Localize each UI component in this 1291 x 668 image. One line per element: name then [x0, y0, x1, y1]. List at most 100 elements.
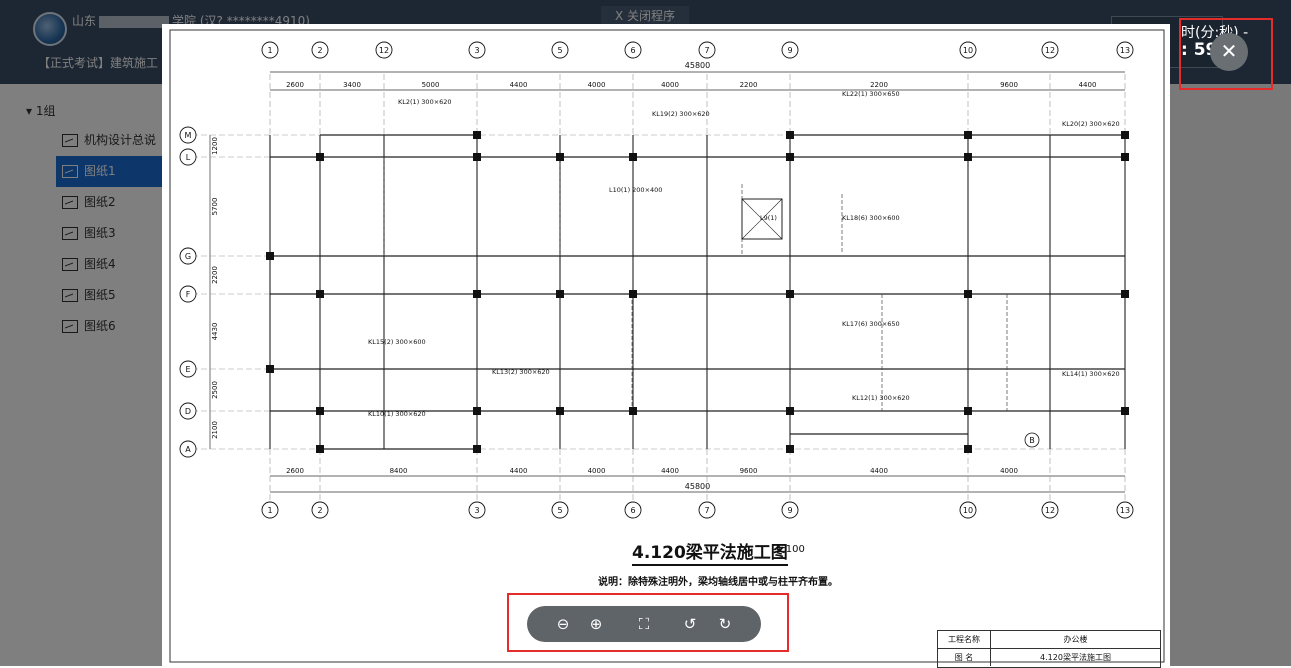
column	[786, 290, 794, 298]
column	[629, 407, 637, 415]
beam-annotation: KL15(2) 300×600	[368, 338, 426, 346]
axis-bubble-top	[468, 41, 486, 59]
column	[786, 407, 794, 415]
axis-bubble-bottom	[551, 501, 569, 519]
axis-label-bottom: 7	[704, 506, 709, 515]
axis-label-bottom: 12	[1045, 506, 1055, 515]
axis-label-top: 3	[474, 46, 479, 55]
axis-label-top: 9	[787, 46, 792, 55]
column	[473, 445, 481, 453]
zoom-out-icon[interactable]: ⊖	[556, 615, 570, 633]
column	[316, 153, 324, 161]
dim-top: 9600	[1000, 81, 1018, 89]
dim-bottom: 8400	[390, 467, 408, 475]
axis-label-top: 5	[557, 46, 562, 55]
beam-annotation: L9(1)	[760, 214, 777, 222]
drawing-note: 说明：除特殊注明外，梁均轴线居中或与柱平齐布置。	[598, 577, 838, 588]
sheet-border	[169, 29, 1165, 663]
viewer-toolbar: ⊖ ⊕ ⛶ ↺ ↻	[527, 606, 761, 642]
dim-bottom: 4400	[661, 467, 679, 475]
axis-bubble-row	[179, 148, 197, 166]
beam-annotation: KL20(2) 300×620	[1062, 120, 1120, 128]
axis-bubble-top	[1041, 41, 1059, 59]
close-viewer-button[interactable]: ✕	[1210, 33, 1248, 71]
column	[786, 445, 794, 453]
dim-total-bottom: 45800	[685, 482, 710, 491]
timer-value: : 59	[1181, 40, 1218, 60]
axis-label-row: L	[186, 153, 191, 162]
title-block: 工程名称 办公楼 图 名 4.120梁平法施工图	[937, 630, 1161, 668]
beam-annotation: KL22(1) 300×650	[842, 90, 900, 98]
dim-left: 2200	[211, 266, 219, 284]
highlight-close	[1179, 18, 1273, 90]
dim-left: 5700	[211, 198, 219, 216]
axis-bubble-row	[179, 285, 197, 303]
axis-label-top: 6	[630, 46, 635, 55]
axis-label-bottom: 10	[963, 506, 973, 515]
axis-label-top: 2	[317, 46, 322, 55]
axis-bubble-top	[261, 41, 279, 59]
beam-annotation: KL10(1) 300×620	[368, 410, 426, 418]
axis-bubble-bottom	[959, 501, 977, 519]
column	[1121, 131, 1129, 139]
dim-top: 5000	[422, 81, 440, 89]
column	[786, 131, 794, 139]
column	[629, 153, 637, 161]
axis-label-bottom: 6	[630, 506, 635, 515]
dim-top: 2200	[740, 81, 758, 89]
fullscreen-icon[interactable]: ⛶	[638, 615, 650, 633]
dim-total-top: 45800	[685, 61, 710, 70]
zoom-in-icon[interactable]: ⊕	[589, 615, 603, 633]
dim-bottom: 4400	[510, 467, 528, 475]
column	[556, 153, 564, 161]
axis-label-row: M	[185, 131, 192, 140]
dim-bottom: 2600	[286, 467, 304, 475]
column	[556, 290, 564, 298]
drawing-scale: 1:100	[776, 544, 805, 555]
axis-bubble-bottom	[1041, 501, 1059, 519]
axis-bubble-top	[959, 41, 977, 59]
rotate-right-icon[interactable]: ↻	[718, 615, 732, 633]
axis-bubble-bottom	[624, 501, 642, 519]
axis-label-row: D	[185, 407, 191, 416]
beam-annotation: KL14(1) 300×620	[1062, 370, 1120, 378]
dim-left: 2100	[211, 421, 219, 439]
beam-annotation: KL19(2) 300×620	[652, 110, 710, 118]
axis-label-row: F	[186, 290, 191, 299]
column	[316, 290, 324, 298]
axis-label-top: 1	[267, 46, 272, 55]
column	[629, 290, 637, 298]
axis-label-top: 12	[379, 46, 389, 55]
dim-left: 2500	[211, 381, 219, 399]
dim-top: 4400	[510, 81, 528, 89]
dim-top: 2200	[870, 81, 888, 89]
axis-label-bottom: 2	[317, 506, 322, 515]
column	[556, 407, 564, 415]
axis-bubble-row	[179, 440, 197, 458]
column	[473, 407, 481, 415]
dim-top: 4000	[661, 81, 679, 89]
dim-bottom: 4000	[588, 467, 606, 475]
axis-bubble-top	[1116, 41, 1134, 59]
axis-label-top: 12	[1045, 46, 1055, 55]
axis-bubble-b	[1024, 432, 1040, 448]
column	[1121, 290, 1129, 298]
dim-top: 2600	[286, 81, 304, 89]
axis-bubble-top	[781, 41, 799, 59]
axis-label-top: 13	[1120, 46, 1130, 55]
dim-top: 4000	[588, 81, 606, 89]
column	[316, 445, 324, 453]
highlight-toolbar	[507, 593, 789, 652]
column	[786, 153, 794, 161]
axis-bubble-row	[179, 126, 197, 144]
column	[473, 131, 481, 139]
rotate-left-icon[interactable]: ↺	[683, 615, 697, 633]
axis-label-row: E	[185, 365, 190, 374]
dim-left: 4430	[211, 323, 219, 341]
axis-label-top: 7	[704, 46, 709, 55]
axis-bubble-bottom	[311, 501, 329, 519]
dim-bottom: 4400	[870, 467, 888, 475]
axis-label-row: A	[185, 445, 191, 454]
